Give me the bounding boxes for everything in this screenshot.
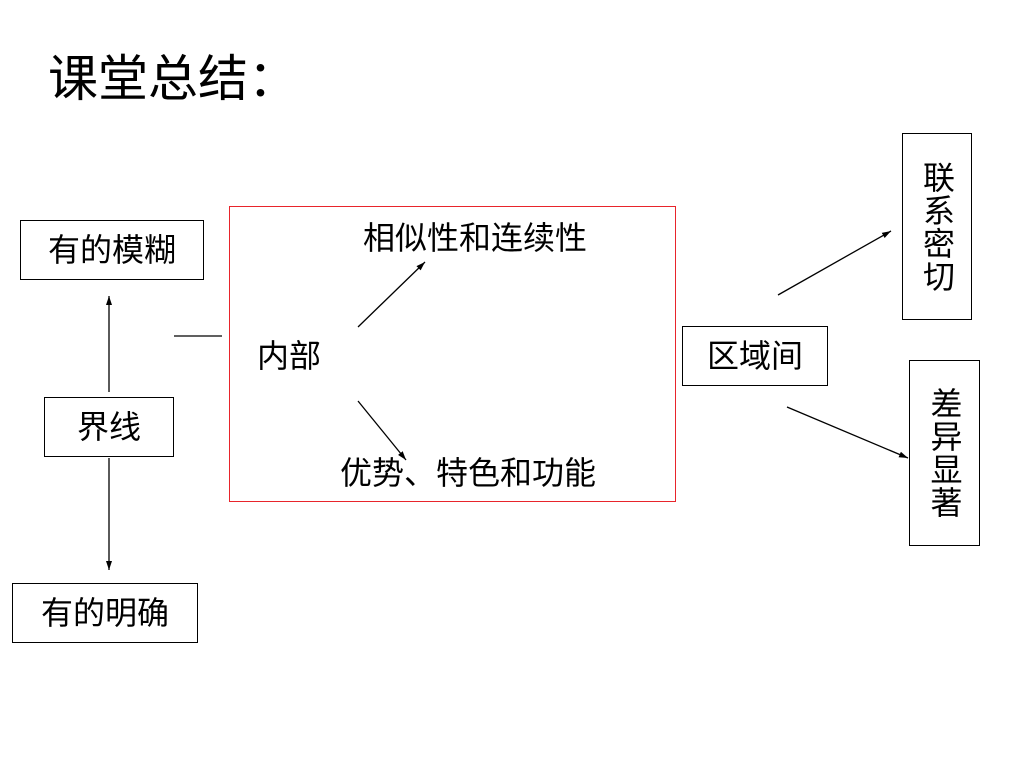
internal-label: 内部 xyxy=(257,337,322,375)
connection-box: 联系密切 xyxy=(902,133,972,320)
connection-label: 联系密切 xyxy=(918,160,956,293)
boundary-vague-label: 有的模糊 xyxy=(47,231,176,269)
arrow-region-to-difference xyxy=(786,406,909,459)
boundary-label: 界线 xyxy=(76,408,141,446)
inter-region-label: 区域间 xyxy=(706,337,803,375)
difference-label: 差异显著 xyxy=(925,387,964,519)
difference-box: 差异显著 xyxy=(909,360,980,546)
arrow-internal-to-advantage xyxy=(357,400,407,461)
slide-title: 课堂总结： xyxy=(48,50,298,108)
arrow-region-to-connection xyxy=(777,230,892,296)
arrow-internal-to-similarity xyxy=(357,261,426,328)
internal-similarity-text: 相似性和连续性 xyxy=(363,219,588,257)
boundary-clear-box: 有的明确 xyxy=(12,583,198,643)
boundary-clear-label: 有的明确 xyxy=(40,594,169,632)
boundary-box: 界线 xyxy=(44,397,174,457)
internal-advantage-text: 优势、特色和功能 xyxy=(340,454,597,492)
internal-frame xyxy=(229,206,676,502)
boundary-vague-box: 有的模糊 xyxy=(20,220,204,280)
inter-region-box: 区域间 xyxy=(682,326,828,386)
